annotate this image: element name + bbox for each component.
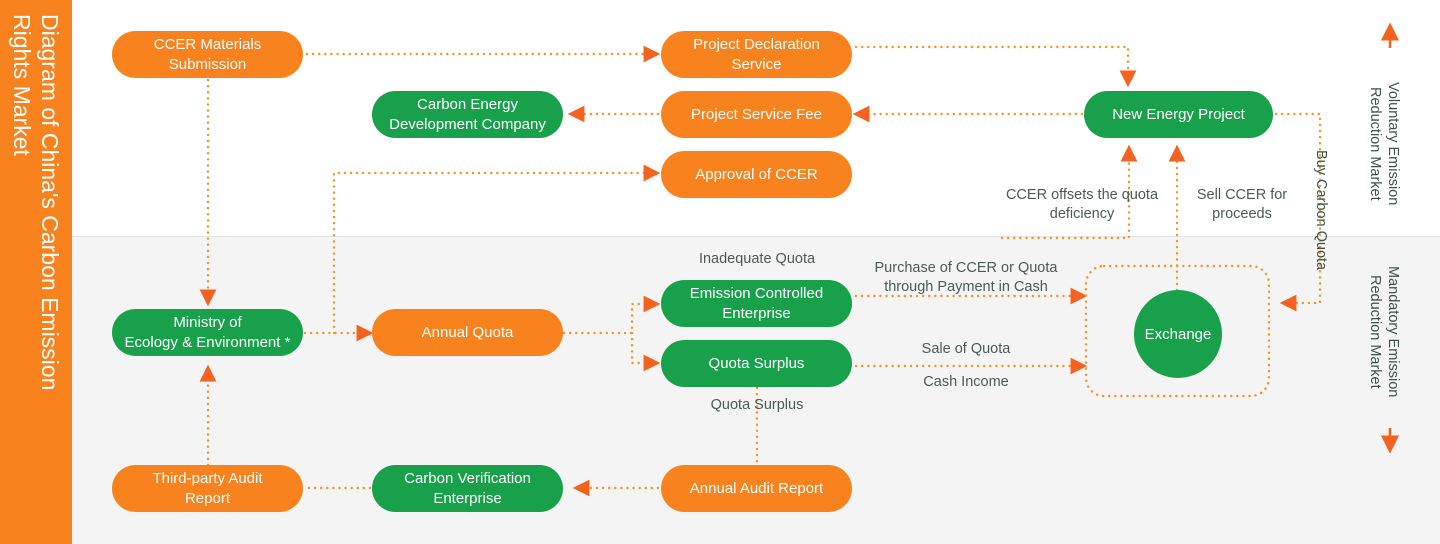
- diagram-title: Diagram of China's Carbon Emission Right…: [9, 14, 63, 391]
- node-quota-surplus[interactable]: Quota Surplus: [661, 340, 852, 387]
- node-ccer-materials-submission[interactable]: CCER Materials Submission: [112, 31, 303, 78]
- label-mandatory-emission-reduction-market: Mandatory Emission Reduction Market: [1367, 266, 1401, 398]
- node-project-declaration-service[interactable]: Project Declaration Service: [661, 31, 852, 78]
- node-annual-audit-report[interactable]: Annual Audit Report: [661, 465, 852, 512]
- node-exchange[interactable]: Exchange: [1134, 290, 1222, 378]
- label-buy-carbon-quota: Buy Carbon Quota: [1313, 149, 1329, 271]
- label-sell-ccer-for-proceeds: Sell CCER for proceeds: [1196, 187, 1288, 222]
- label-sale-of-quota: Sale of Quota: [921, 341, 1011, 357]
- label-cash-income: Cash Income: [923, 374, 1009, 390]
- node-carbon-verification-enterprise[interactable]: Carbon Verification Enterprise: [372, 465, 563, 512]
- node-carbon-energy-development-company[interactable]: Carbon Energy Development Company: [372, 91, 563, 138]
- node-third-party-audit-report[interactable]: Third-party Audit Report: [112, 465, 303, 512]
- node-project-service-fee[interactable]: Project Service Fee: [661, 91, 852, 138]
- market-divider: [72, 236, 1440, 237]
- node-ministry-of-ecology-environment[interactable]: Ministry of Ecology & Environment *: [112, 309, 303, 356]
- node-new-energy-project[interactable]: New Energy Project: [1084, 91, 1273, 138]
- label-ccer-offsets-quota-deficiency: CCER offsets the quota deficiency: [1005, 187, 1159, 222]
- node-emission-controlled-enterprise[interactable]: Emission Controlled Enterprise: [661, 280, 852, 327]
- label-voluntary-emission-reduction-market: Voluntary Emission Reduction Market: [1367, 82, 1401, 206]
- label-purchase-ccer-or-quota: Purchase of CCER or Quota through Paymen…: [874, 260, 1058, 295]
- label-inadequate-quota: Inadequate Quota: [698, 251, 816, 267]
- title-banner: Diagram of China's Carbon Emission Right…: [0, 0, 72, 544]
- node-annual-quota[interactable]: Annual Quota: [372, 309, 563, 356]
- node-approval-of-ccer[interactable]: Approval of CCER: [661, 151, 852, 198]
- label-quota-surplus-bottom: Quota Surplus: [710, 397, 804, 413]
